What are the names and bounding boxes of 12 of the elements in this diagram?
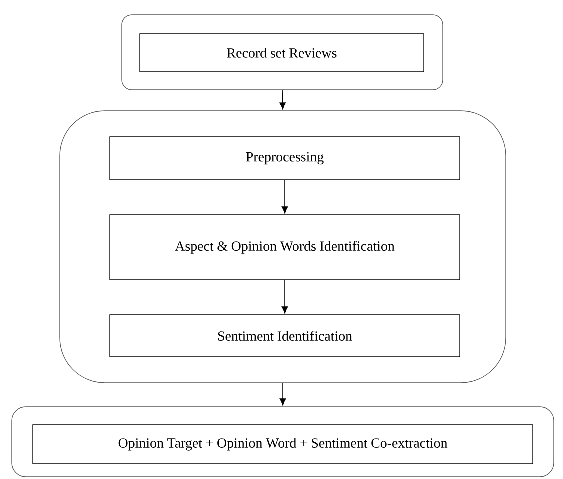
process-box: Aspect & Opinion Words Identification bbox=[110, 214, 460, 280]
arrow bbox=[282, 280, 288, 314]
rounded-group-box bbox=[12, 406, 554, 478]
process-box: Record set Reviews bbox=[140, 34, 424, 72]
rounded-group-box bbox=[60, 110, 506, 384]
process-box: Sentiment Identification bbox=[110, 314, 460, 358]
arrow bbox=[280, 382, 286, 406]
rounded-group-box bbox=[122, 14, 444, 90]
process-box: Preprocessing bbox=[110, 136, 460, 180]
process-box: Opinion Target + Opinion Word + Sentiment Co-extraction bbox=[32, 424, 534, 464]
arrow bbox=[280, 90, 286, 110]
arrow bbox=[282, 180, 288, 214]
